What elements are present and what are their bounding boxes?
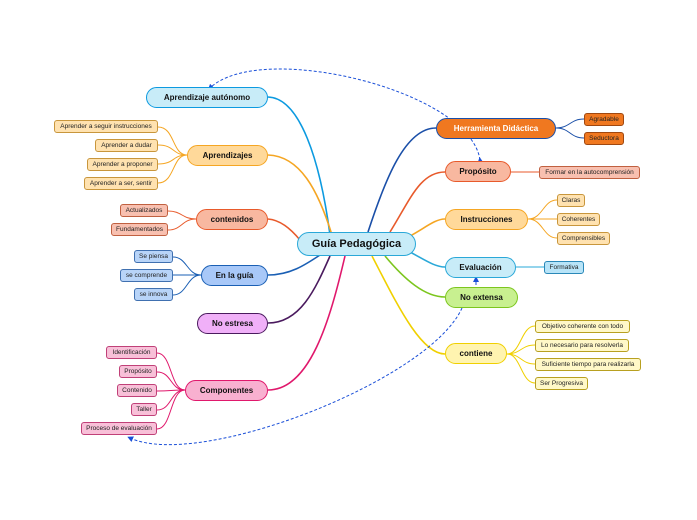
leaf-herramienta-1[interactable]: Agradable [584,113,624,126]
node-proposito[interactable]: Propósito [445,161,511,182]
leaf-contiene-3[interactable]: Suficiente tiempo para realizarla [535,358,641,371]
node-no-estresa[interactable]: No estresa [197,313,268,334]
leaf-evaluacion-1[interactable]: Formativa [544,261,584,274]
leaf-contenidos-2[interactable]: Fundamentados [111,223,168,236]
leaf-contiene-2[interactable]: Lo necesario para resolverla [535,339,629,352]
leaf-herramienta-2[interactable]: Seductora [584,132,624,145]
leaf-en-la-guia-3[interactable]: se innova [134,288,173,301]
leaf-componentes-5[interactable]: Proceso de evaluación [81,422,157,435]
branch-evaluacion [409,251,446,268]
leaf-instrucciones-2[interactable]: Coherentes [557,213,600,226]
node-instrucciones[interactable]: Instrucciones [445,209,528,230]
node-aprendizaje-autonomo[interactable]: Aprendizaje autónomo [146,87,268,108]
leaf-componentes-4[interactable]: Taller [131,403,157,416]
branch-no-estresa [267,255,331,324]
leaf-aprendizajes-1[interactable]: Aprender a seguir instrucciones [54,120,158,133]
leaf-componentes-2[interactable]: Propósito [119,365,157,378]
leaf-aprendizajes-3[interactable]: Aprender a proponer [87,158,158,171]
leaf-aprendizajes-2[interactable]: Aprender a dudar [95,139,158,152]
node-en-la-guia[interactable]: En la guía [201,265,268,286]
node-herramienta-didactica[interactable]: Herramienta Didáctica [436,118,556,139]
node-contenidos[interactable]: contenidos [196,209,268,230]
leaf-en-la-guia-2[interactable]: se comprende [120,269,173,282]
leaf-componentes-3[interactable]: Contenido [117,384,157,397]
node-no-extensa[interactable]: No extensa [445,287,518,308]
leaf-instrucciones-1[interactable]: Claras [557,194,585,207]
node-aprendizajes[interactable]: Aprendizajes [187,145,268,166]
leaf-aprendizajes-4[interactable]: Aprender a ser, sentir [84,177,158,190]
branch-contenidos [267,218,301,241]
branch-componentes [267,255,346,391]
node-contiene[interactable]: contiene [445,343,507,364]
leaf-contiene-4[interactable]: Ser Progresiva [535,377,588,390]
branch-contiene [371,255,446,355]
leaf-contiene-1[interactable]: Objetivo coherente con todo [535,320,630,333]
node-evaluacion[interactable]: Evaluación [445,257,516,278]
central-topic[interactable]: Guía Pedagógica [297,232,416,256]
leaf-proposito-1[interactable]: Formar en la autocomprensión [539,166,640,179]
branch-instrucciones [409,218,446,237]
leaf-instrucciones-3[interactable]: Comprensibles [557,232,610,245]
branch-proposito [389,171,446,233]
leaf-contenidos-1[interactable]: Actualizados [120,204,168,217]
leaf-en-la-guia-1[interactable]: Se piensa [134,250,173,263]
branch-aprendizajes [267,154,333,236]
branch-aprendizaje-autonomo [267,96,331,236]
node-componentes[interactable]: Componentes [185,380,268,401]
branch-no-extensa [384,255,446,298]
relation-arrow-noextensa-proceso [127,307,463,446]
branch-en-la-guia [267,254,321,276]
leaf-componentes-1[interactable]: Identificación [106,346,157,359]
